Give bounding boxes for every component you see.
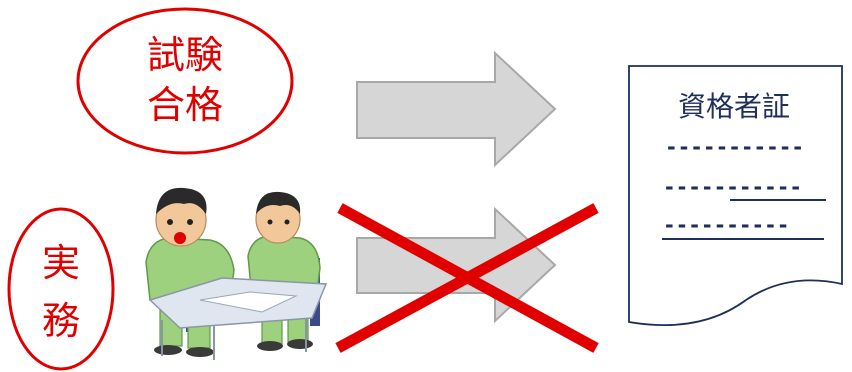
right-worker-shoe-2 <box>287 339 313 349</box>
practice-oval-outline <box>9 209 113 369</box>
left-worker-red-nose <box>174 232 186 244</box>
top-arrow <box>357 53 555 165</box>
left-worker-eye-1 <box>167 219 173 225</box>
left-worker-shoe-1 <box>154 345 182 355</box>
exam-oval-line2: 合格 <box>147 83 223 127</box>
practice-oval-line1: 実 <box>42 241 80 285</box>
left-worker-eye-2 <box>187 219 193 225</box>
certificate-line-1: ----------- <box>665 135 804 159</box>
right-worker-eye-2 <box>285 220 290 225</box>
left-worker-shoe-2 <box>186 347 214 357</box>
certificate-document: 資格者証 ----------- ----------- ---------- <box>629 66 842 325</box>
practice-oval-line2: 務 <box>42 299 80 343</box>
right-worker-eye-1 <box>268 220 273 225</box>
exam-oval-outline <box>78 9 292 153</box>
top-arrow-shape <box>357 53 555 165</box>
exam-pass-oval: 試験 合格 <box>78 9 292 153</box>
certificate-line-2: ----------- <box>663 175 802 199</box>
certificate-title: 資格者証 <box>678 90 790 123</box>
exam-oval-line1: 試験 <box>147 33 223 77</box>
right-worker-shoe-1 <box>257 341 283 351</box>
certificate-line-3: ---------- <box>663 213 789 237</box>
two-workers-at-table-icon <box>146 188 326 360</box>
practice-oval: 実 務 <box>9 209 113 369</box>
